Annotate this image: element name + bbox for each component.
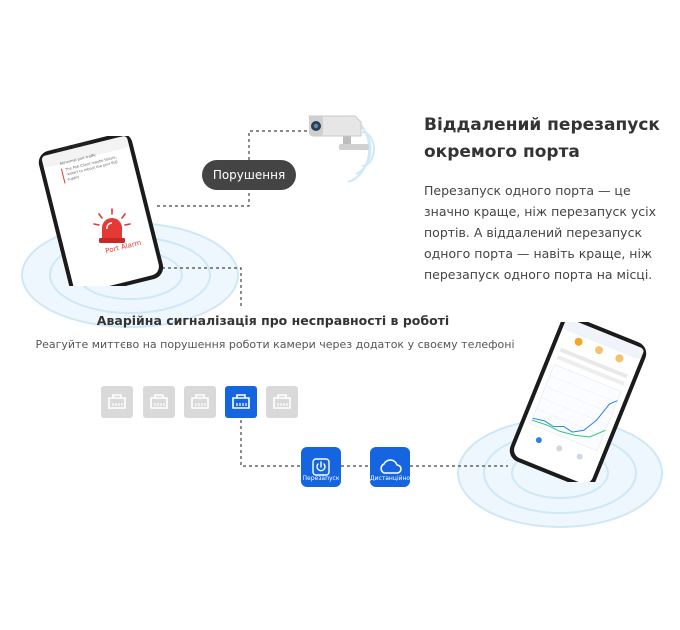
remote-label: Дистанційно [369,475,411,482]
security-camera-icon [308,115,369,150]
alarm-title: Аварійна сигналізація про несправності в… [96,313,450,328]
violation-pill: Порушення [202,160,296,190]
alarm-phone [38,136,164,286]
monitor-phone [509,322,647,482]
description-text: Перезапуск одного порта — це значно кращ… [424,183,656,282]
ethernet-port-icon [273,394,291,409]
alarm-subtitle: Реагуйте миттєво на порушення роботи кам… [35,338,515,351]
cloud-icon [380,459,402,474]
ethernet-port-3 [184,386,216,418]
ethernet-port-icon [108,394,126,409]
ethernet-port-5 [266,386,298,418]
siren-icon [93,208,131,243]
ethernet-port-1 [101,386,133,418]
ethernet-port-icon [191,394,209,409]
power-icon [312,458,330,476]
restart-button[interactable] [301,447,341,487]
ethernet-port-icon [150,394,168,409]
restart-label: Перезапуск [302,475,340,482]
page-title: Віддалений перезапуск окремого порта [424,115,660,162]
remote-button[interactable] [370,447,410,487]
ethernet-port-icon [232,394,250,409]
ethernet-port-4-active[interactable] [225,386,257,418]
ethernet-port-2 [143,386,175,418]
